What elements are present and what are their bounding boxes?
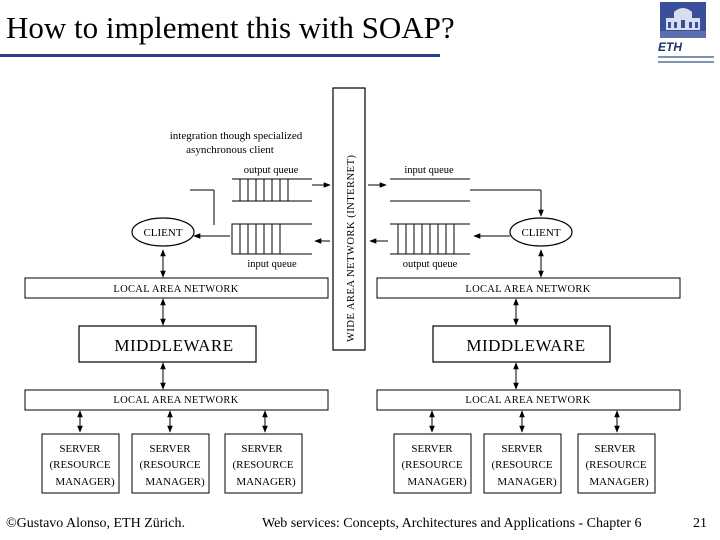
left-server-3 (224, 433, 303, 494)
eth-building-icon (660, 2, 706, 38)
wan-box (332, 87, 366, 351)
integration-note-line1: integration though specialized (170, 130, 303, 142)
title-underline (0, 54, 440, 57)
left-middleware-label: MIDDLEWARE (114, 336, 233, 355)
server-label-line1: SERVER (594, 443, 636, 455)
server-label-line3: MANAGER) (236, 476, 296, 488)
left-lan-bottom (24, 389, 329, 411)
server-label-line2: (RESOURCE (491, 459, 552, 471)
left-lan-bottom-label: LOCAL AREA NETWORK (113, 395, 238, 406)
footer-copyright: ©Gustavo Alonso, ETH Zürich. (6, 516, 186, 531)
right-lan-bottom-label: LOCAL AREA NETWORK (465, 395, 590, 406)
left-lan-top (24, 277, 329, 299)
server-label-line2: (RESOURCE (139, 459, 200, 471)
right-output-queue-label: output queue (403, 259, 458, 270)
eth-logo-text: ETH (658, 40, 682, 54)
right-input-queue-label: input queue (404, 165, 454, 176)
right-output-queue (390, 223, 470, 255)
server-label-line3: MANAGER) (55, 476, 115, 488)
left-server-2 (131, 433, 210, 494)
server-label-line1: SERVER (411, 443, 453, 455)
left-client-label: CLIENT (143, 227, 182, 239)
server-label-line3: MANAGER) (497, 476, 557, 488)
slide-title: How to implement this with SOAP? (6, 10, 455, 45)
left-middleware (78, 325, 257, 363)
server-label-line1: SERVER (59, 443, 101, 455)
right-lan-top (376, 277, 681, 299)
left-client (131, 217, 195, 247)
server-label-line1: SERVER (241, 443, 283, 455)
logo-caption-line (658, 56, 714, 58)
right-middleware-label: MIDDLEWARE (466, 336, 585, 355)
server-label-line3: MANAGER) (407, 476, 467, 488)
right-lan-bottom (376, 389, 681, 411)
server-label-line1: SERVER (501, 443, 543, 455)
server-label-line2: (RESOURCE (49, 459, 110, 471)
server-label-line1: SERVER (149, 443, 191, 455)
server-label-line2: (RESOURCE (232, 459, 293, 471)
left-output-queue (232, 178, 312, 202)
right-client (509, 217, 573, 247)
left-input-queue (231, 223, 312, 255)
server-label-line2: (RESOURCE (585, 459, 646, 471)
eth-logo: ETH (652, 2, 716, 70)
right-lan-top-label: LOCAL AREA NETWORK (465, 284, 590, 295)
server-label-line3: MANAGER) (589, 476, 649, 488)
left-input-queue-label: input queue (247, 259, 297, 270)
left-server-1 (41, 433, 120, 494)
right-client-label: CLIENT (521, 227, 560, 239)
left-output-queue-label: output queue (244, 165, 299, 176)
server-label-line2: (RESOURCE (401, 459, 462, 471)
right-middleware (432, 325, 611, 363)
right-server-2 (483, 433, 562, 494)
page-number: 21 (693, 516, 707, 531)
footer-course-title: Web services: Concepts, Architectures an… (262, 516, 642, 531)
logo-caption-line (658, 61, 714, 63)
right-server-3 (577, 433, 656, 494)
wan-label: WIDE AREA NETWORK (INTERNET) (346, 154, 357, 342)
left-lan-top-label: LOCAL AREA NETWORK (113, 284, 238, 295)
right-server-1 (393, 433, 472, 494)
integration-note-line2: asynchronous client (186, 144, 274, 156)
server-label-line3: MANAGER) (145, 476, 205, 488)
